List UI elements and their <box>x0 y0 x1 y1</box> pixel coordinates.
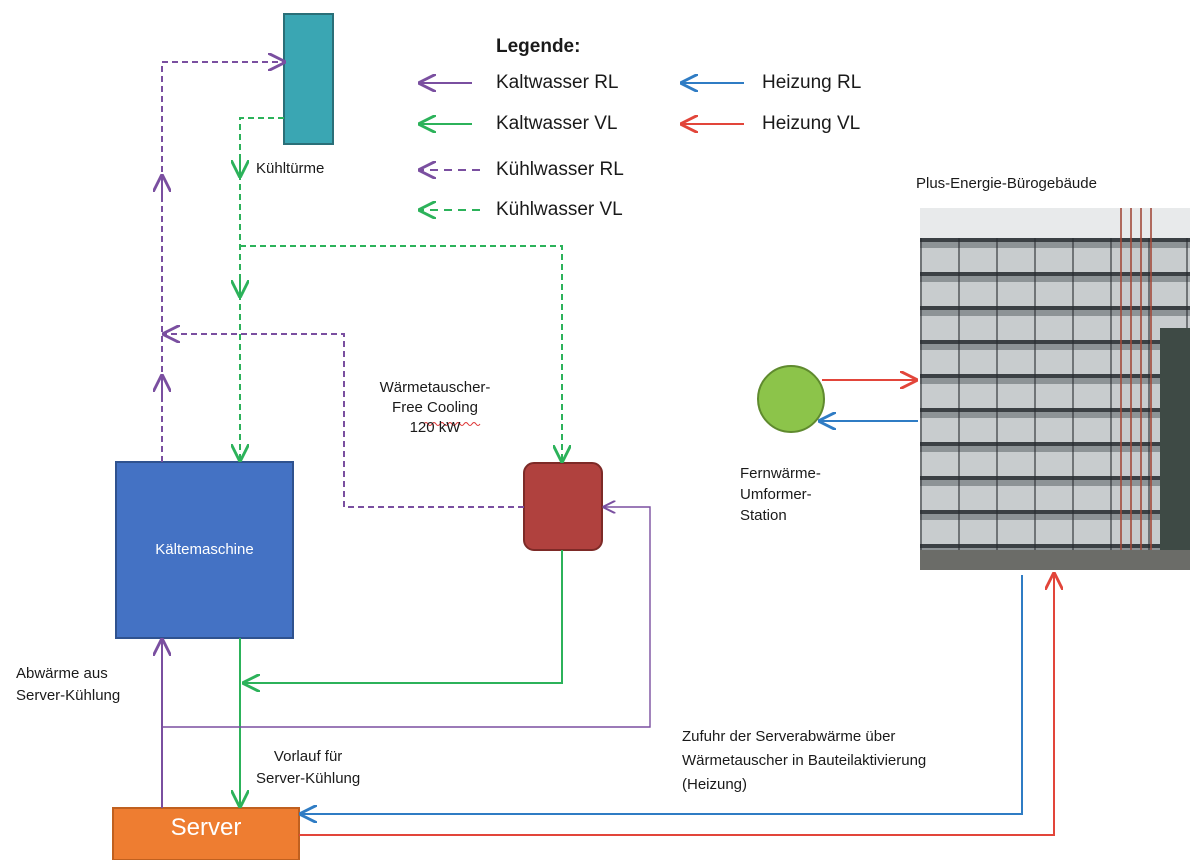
supply-flow-annotation: Vorlauf für Server-Kühlung <box>256 746 360 790</box>
heat-supply-line-2: Wärmetauscher in Bauteilaktivierung <box>682 752 927 769</box>
waste-heat-line-2: Server-Kühlung <box>16 687 121 704</box>
legend-label-coldwater-return: Kaltwasser RL <box>496 72 619 93</box>
district-heating-label-line-3: Station <box>740 507 787 524</box>
coolingwater-return-line <box>161 62 284 462</box>
heating-return-line <box>301 575 1023 814</box>
building-label: Plus-Energie-Bürogebäude <box>916 175 1097 192</box>
legend-label-coolingwater-supply: Kühlwasser VL <box>496 199 623 220</box>
building-photo <box>920 208 1190 570</box>
cooling-towers-label: Kühltürme <box>256 160 325 177</box>
heating-supply-line <box>299 574 1054 836</box>
legend-label-coolingwater-return: Kühlwasser RL <box>496 159 624 180</box>
district-heating-station <box>757 365 825 433</box>
waste-heat-annotation: Abwärme aus Server-Kühlung <box>16 663 120 707</box>
legend-title: Legende: <box>496 36 581 57</box>
coolingwater-return-exchanger <box>164 334 524 508</box>
legend-label-heating-supply: Heizung VL <box>762 113 861 134</box>
waste-heat-line-1: Abwärme aus <box>16 665 108 682</box>
heat-exchanger-label-line-2: Free Cooling <box>392 399 478 416</box>
district-heating-label-line-2: Umformer- <box>740 486 812 503</box>
heat-exchanger-box <box>523 462 603 551</box>
district-heating-label-line-1: Fernwärme- <box>740 465 821 482</box>
coldwater-return-exchanger <box>162 507 651 728</box>
heat-supply-line-3: (Heizung) <box>682 776 748 793</box>
legend-label-coldwater-supply: Kaltwasser VL <box>496 113 618 134</box>
supply-flow-line-2: Server-Kühlung <box>256 770 361 787</box>
coolingwater-supply-line <box>240 117 284 460</box>
supply-flow-line-1: Vorlauf für <box>273 748 343 765</box>
spellcheck-underline <box>423 422 481 426</box>
cooling-tower <box>283 13 334 145</box>
heat-supply-line-1: Zufuhr der Serverabwärme über <box>682 728 896 745</box>
legend-label-heating-return: Heizung RL <box>762 72 862 93</box>
heat-supply-annotation: Zufuhr der Serverabwärme über Wärmetausc… <box>682 725 926 797</box>
coolingwater-supply-exchanger <box>240 245 562 461</box>
chiller-label: Kältemaschine <box>155 541 254 558</box>
server-label: Server <box>170 814 242 841</box>
heat-exchanger-label: Wärmetauscher- Free Cooling 120 kW <box>360 378 510 438</box>
heat-exchanger-label-line-3: 120 kW <box>409 419 461 436</box>
heat-exchanger-label-line-1: Wärmetauscher- <box>379 379 491 396</box>
coldwater-supply-exchanger <box>244 550 563 683</box>
district-heating-label: Fernwärme- Umformer- Station <box>740 463 821 526</box>
chiller-box <box>115 461 294 639</box>
